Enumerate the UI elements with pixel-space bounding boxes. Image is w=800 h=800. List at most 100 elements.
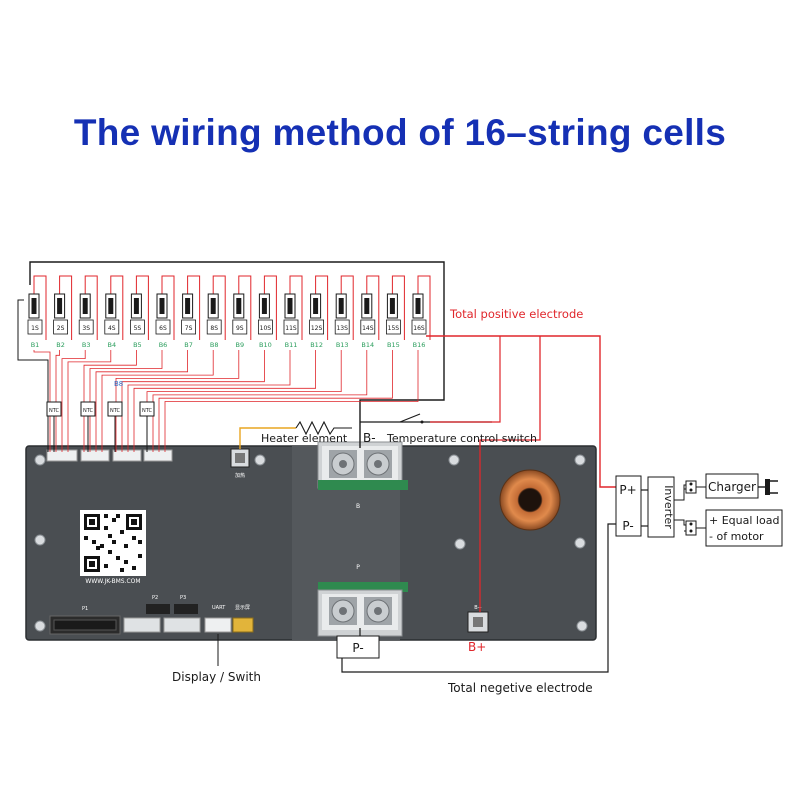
mount-hole: [576, 620, 588, 632]
cell-series-label: 11S: [285, 325, 297, 332]
cell-balance-label: B9: [235, 341, 244, 349]
b-plus-label: B+: [468, 640, 486, 654]
b-terminal-block: [317, 441, 408, 490]
pad-b-label: B: [356, 503, 360, 510]
balance-wire: [133, 350, 316, 452]
cell-balance-label: B10: [259, 341, 272, 349]
ntc-sensors: NTC NTC NTC NTC: [46, 401, 155, 452]
p3-label: P3: [180, 595, 186, 601]
charger-box: Charger: [685, 473, 759, 499]
balance-wire: [67, 350, 112, 452]
cell-balance-label: B16: [413, 341, 426, 349]
p-plus-box-label: P+: [619, 483, 636, 497]
cell-series-label: 15S: [388, 325, 400, 332]
cell-balance-label: B15: [387, 341, 400, 349]
display-switch-label: Display / Swith: [172, 670, 261, 684]
battery-cell: 4S B4: [104, 275, 124, 349]
cell-balance-label: B6: [159, 341, 168, 349]
battery-cell: 10S B10: [257, 275, 277, 349]
mount-hole: [34, 534, 46, 546]
mount-hole: [34, 454, 46, 466]
balance-wire: [164, 350, 419, 452]
p-minus-label: P-: [352, 641, 363, 655]
cell-series-label: 6S: [159, 325, 167, 332]
mount-hole: [448, 454, 460, 466]
cell-balance-label: B1: [31, 341, 40, 349]
battery-cell: 1S B1: [27, 275, 47, 349]
cell-series-label: 7S: [185, 325, 193, 332]
cell-series-label: 12S: [311, 325, 323, 332]
load-label-line2: - of motor: [709, 530, 764, 543]
qr-code: [80, 510, 146, 576]
balance-wire: [121, 350, 265, 452]
uart-label: UART: [212, 605, 226, 611]
mount-hole: [254, 454, 266, 466]
cell-balance-label: B13: [336, 341, 349, 349]
batt-pad-label: B+: [474, 605, 482, 611]
display-connector: [232, 617, 254, 633]
b0-wire: [17, 299, 49, 452]
total-negative-label: Total negetive electrode: [447, 681, 593, 695]
temp-switch-label: Temperature control switch: [386, 432, 537, 445]
cell-balance-label: B2: [56, 341, 65, 349]
cell-balance-label: B12: [310, 341, 323, 349]
p3-connector: [163, 617, 201, 633]
p2-connector: [123, 617, 161, 633]
load-label-line1: + Equal load: [709, 514, 779, 527]
ntc-sensor-2: NTC: [80, 401, 96, 452]
ntc-sensor-4: NTC: [139, 401, 155, 452]
charger-label: Charger: [708, 480, 756, 494]
cell-series-label: 5S: [134, 325, 142, 332]
b8-tag: B8: [114, 380, 123, 388]
ntc-label: NTC: [110, 408, 121, 414]
balance-wire: [83, 350, 137, 452]
battery-cell: 6S B6: [155, 275, 175, 349]
cell-balance-label: B8: [210, 341, 219, 349]
balance-wire: [61, 350, 86, 452]
total-positive-label: Total positive electrode: [449, 307, 583, 321]
cell-series-label: 10S: [260, 325, 272, 332]
display-port-label: 显示屏: [235, 605, 250, 611]
p-terminal-block: [317, 582, 408, 637]
pad-p-label: P: [356, 564, 360, 571]
p2-label: P2: [152, 595, 158, 601]
p-minus-callout: P-: [336, 635, 380, 659]
mount-hole: [574, 537, 586, 549]
port-labels: P1 P2 P3 UART 显示屏: [82, 595, 250, 612]
battery-cell: 15S B15: [385, 275, 405, 349]
balance-wire: [95, 350, 188, 452]
load-box: + Equal load - of motor: [685, 509, 783, 547]
cell-series-label: 13S: [336, 325, 348, 332]
battery-cell: 8S B8: [206, 275, 226, 349]
inverter-box: Inverter: [647, 476, 675, 538]
page-title: The wiring method of 16–string cells: [73, 112, 727, 153]
battery-cell: 5S B5: [129, 275, 149, 349]
balance-wire: [152, 350, 368, 452]
ntc-sensor-1: NTC: [46, 401, 62, 452]
bms-board: B P 加热 B+: [25, 441, 597, 641]
inverter-label: Inverter: [662, 485, 675, 529]
battery-cell: 13S B13: [334, 275, 354, 349]
cell-series-label: 9S: [236, 325, 244, 332]
battery-cell: 2S B2: [53, 275, 73, 349]
battery-cell: 9S B9: [232, 275, 252, 349]
cell-balance-label: B14: [361, 341, 374, 349]
cell-series-label: 1S: [31, 325, 39, 332]
battery-cells: 1SB12SB23SB34SB45SB56SB67SB78SB89SB910SB…: [27, 275, 431, 349]
balance-wire: [55, 350, 60, 452]
ntc-label: NTC: [142, 408, 153, 414]
heater-label: Heater element: [261, 432, 348, 445]
cell-series-label: 4S: [108, 325, 116, 332]
p-minus-box-label: P-: [622, 519, 633, 533]
cell-balance-label: B7: [184, 341, 193, 349]
cell-series-label: 8S: [210, 325, 218, 332]
cell-series-label: 2S: [57, 325, 65, 332]
cell-balance-label: B4: [107, 341, 116, 349]
output-terminal-box: P+ P-: [615, 475, 642, 537]
battery-cell: 7S B7: [181, 275, 201, 349]
cell-balance-label: B5: [133, 341, 142, 349]
heat-pad-label: 加热: [235, 472, 245, 479]
